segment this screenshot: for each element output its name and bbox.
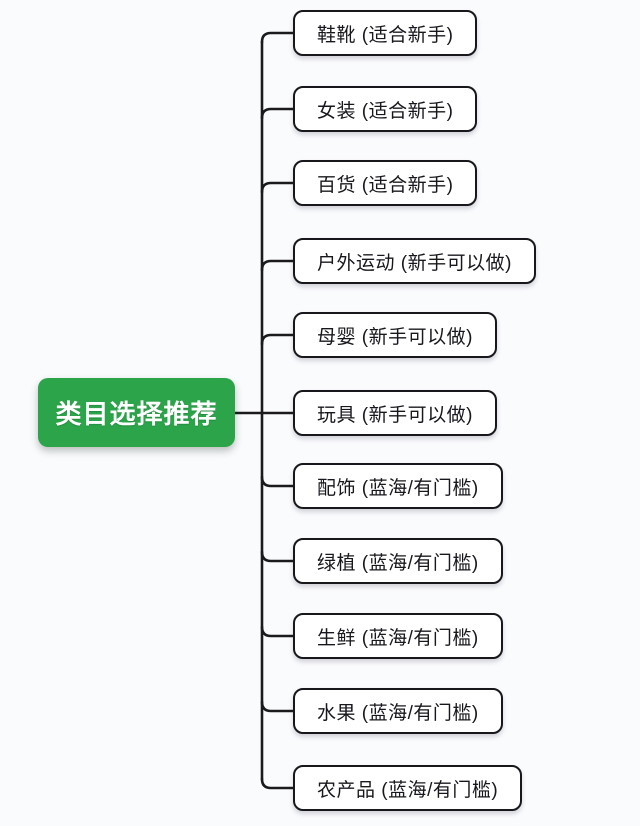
branch-node-label: 女装 (适合新手) (317, 100, 454, 122)
branch-node-1[interactable]: 鞋靴 (适合新手) (293, 10, 478, 56)
branch-node-label: 生鲜 (蓝海/有门槛) (317, 627, 479, 649)
branch-node-8[interactable]: 绿植 (蓝海/有门槛) (293, 538, 503, 584)
branch-node-4[interactable]: 户外运动 (新手可以做) (293, 238, 536, 284)
root-node-label: 类目选择推荐 (55, 399, 218, 429)
connector-line (260, 625, 298, 638)
branch-node-3[interactable]: 百货 (适合新手) (293, 160, 478, 206)
branch-node-9[interactable]: 生鲜 (蓝海/有门槛) (293, 613, 503, 659)
branch-node-label: 玩具 (新手可以做) (317, 404, 473, 426)
connector-line (260, 31, 298, 44)
connector-line (260, 181, 298, 194)
root-node[interactable]: 类目选择推荐 (38, 378, 235, 447)
connector-line (260, 550, 298, 563)
connector-line (260, 475, 298, 488)
branch-node-6[interactable]: 玩具 (新手可以做) (293, 390, 497, 436)
branch-node-label: 鞋靴 (适合新手) (317, 24, 454, 46)
connector-line (260, 259, 298, 272)
branch-node-label: 户外运动 (新手可以做) (317, 252, 512, 274)
branch-node-label: 母婴 (新手可以做) (317, 326, 473, 348)
branch-node-label: 百货 (适合新手) (317, 174, 454, 196)
branch-node-label: 绿植 (蓝海/有门槛) (317, 552, 479, 574)
branch-node-7[interactable]: 配饰 (蓝海/有门槛) (293, 463, 503, 509)
branch-node-label: 水果 (蓝海/有门槛) (317, 702, 479, 724)
branch-node-label: 配饰 (蓝海/有门槛) (317, 477, 479, 499)
branch-node-label: 农产品 (蓝海/有门槛) (317, 779, 499, 801)
connector-line (260, 777, 298, 790)
branch-node-5[interactable]: 母婴 (新手可以做) (293, 312, 497, 358)
branch-node-11[interactable]: 农产品 (蓝海/有门槛) (293, 765, 523, 811)
connector-line (260, 107, 298, 120)
branch-node-2[interactable]: 女装 (适合新手) (293, 86, 478, 132)
connector-line (260, 333, 298, 346)
connector-line (260, 700, 298, 713)
branch-node-10[interactable]: 水果 (蓝海/有门槛) (293, 688, 503, 734)
